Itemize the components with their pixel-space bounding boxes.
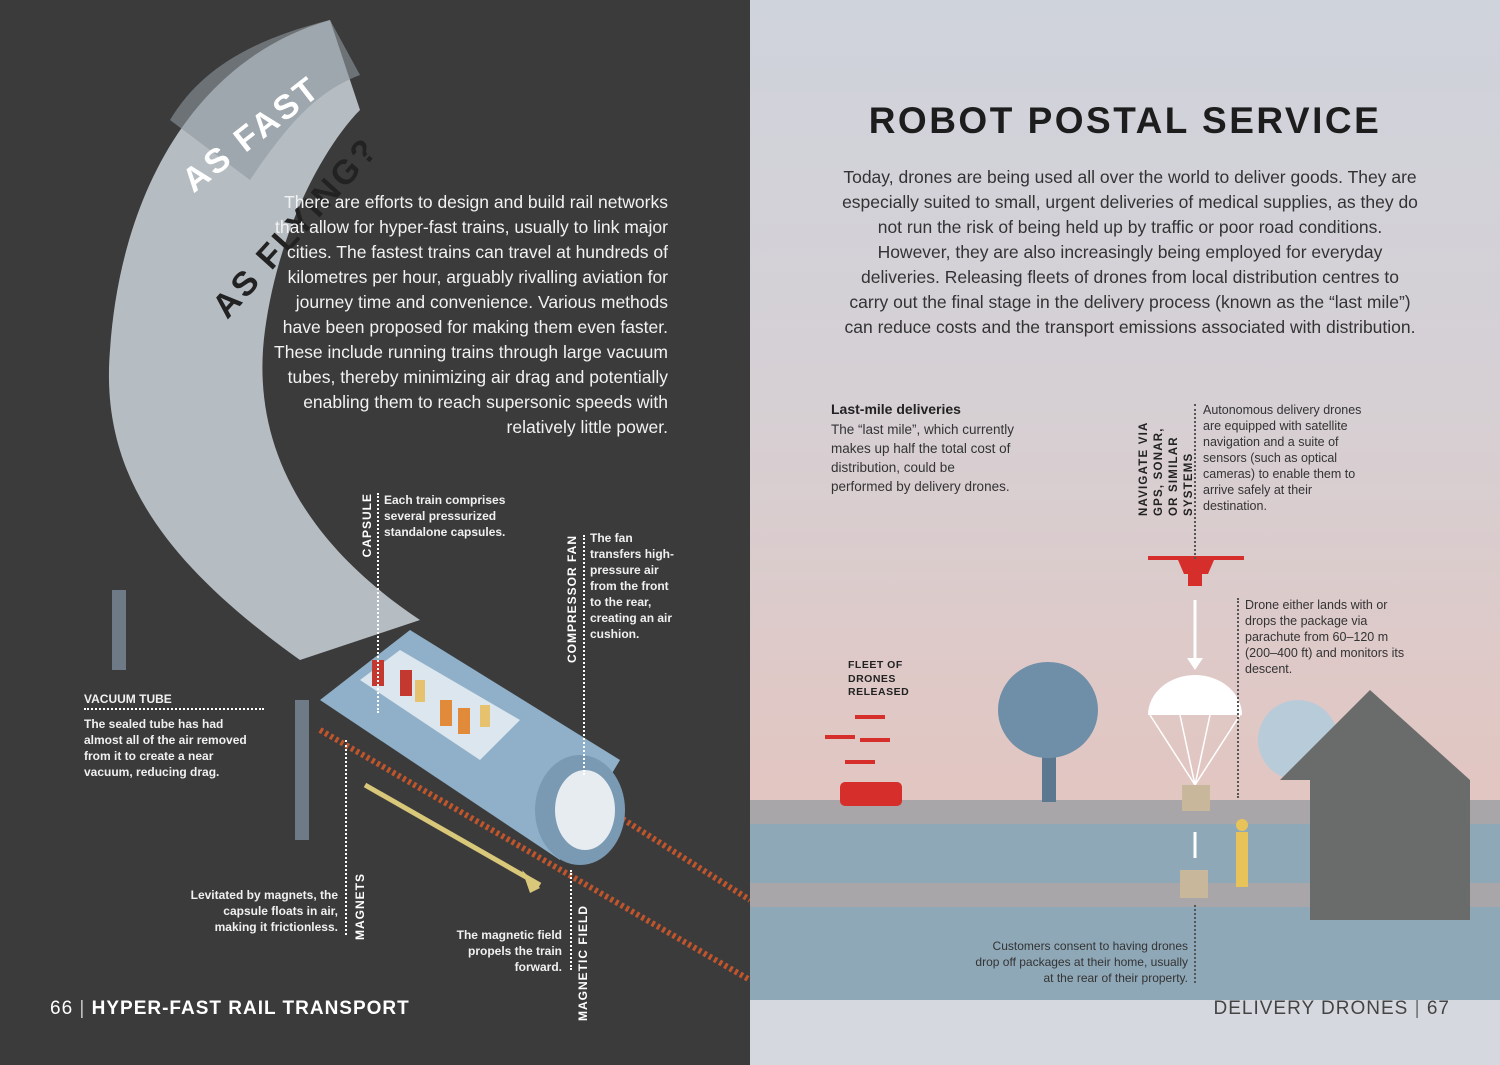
magnetic-field-label: MAGNETIC FIELD [576, 905, 590, 1021]
intro-text: Today, drones are being used all over th… [842, 167, 1418, 337]
section-title: DELIVERY DRONES [1213, 998, 1409, 1019]
magnetic-field-text: The magnetic field propels the train for… [456, 928, 562, 974]
compressor-leader-line [583, 535, 585, 775]
left-footer: 66 | HYPER-FAST RAIL TRANSPORT [50, 998, 410, 1019]
customers-text: Customers consent to having drones drop … [975, 939, 1188, 985]
page-title: ROBOT POSTAL SERVICE [868, 100, 1382, 141]
magnets-text: Levitated by magnets, the capsule floats… [190, 888, 338, 934]
left-page: AS FAST AS FLYING? There are efforts to … [0, 0, 750, 1065]
last-mile-heading: Last-mile deliveries [831, 401, 961, 417]
navigate-leader-line [1194, 404, 1196, 559]
magnets-label: MAGNETS [353, 873, 367, 940]
capsule-leader-line [377, 493, 379, 713]
vacuum-tube-leader-line [84, 708, 264, 710]
compressor-fan-label: COMPRESSOR FAN [565, 535, 579, 664]
intro-text: There are efforts to design and build ra… [274, 192, 668, 437]
last-mile-text: The “last mile”, which currently makes u… [831, 422, 1015, 494]
compressor-fan-text: The fan transfers high-pressure air from… [590, 531, 675, 641]
drone-icon [1148, 556, 1244, 586]
section-title: HYPER-FAST RAIL TRANSPORT [91, 998, 410, 1019]
capsule-text: Each train comprises several pressurized… [384, 493, 506, 539]
fleet-label: FLEET OF DRONES RELEASED [848, 659, 910, 698]
navigate-text: Autonomous delivery drones are equipped … [1203, 403, 1362, 513]
right-page: ROBOT POSTAL SERVICE Today, drones are b… [750, 0, 1500, 1065]
hyperloop-illustration [108, 20, 750, 983]
drop-leader-line [1237, 598, 1239, 798]
page-number: 67 [1426, 998, 1450, 1019]
right-footer: DELIVERY DRONES | 67 [1213, 998, 1450, 1019]
drop-text: Drone either lands with or drops the pac… [1245, 598, 1405, 676]
magnetic-field-leader-line [570, 870, 572, 970]
navigate-label: NAVIGATE VIA GPS, SONAR, OR SIMILAR SYST… [1138, 421, 1195, 516]
capsule-label: CAPSULE [360, 493, 374, 558]
vacuum-tube-label: VACUUM TUBE [84, 692, 172, 706]
drone-delivery-illustration [750, 556, 1500, 1065]
vacuum-tube-text: The sealed tube has had almost all of th… [84, 717, 247, 779]
customers-leader-line [1194, 905, 1196, 983]
page-number: 66 [50, 998, 74, 1019]
magnets-leader-line [345, 740, 347, 935]
